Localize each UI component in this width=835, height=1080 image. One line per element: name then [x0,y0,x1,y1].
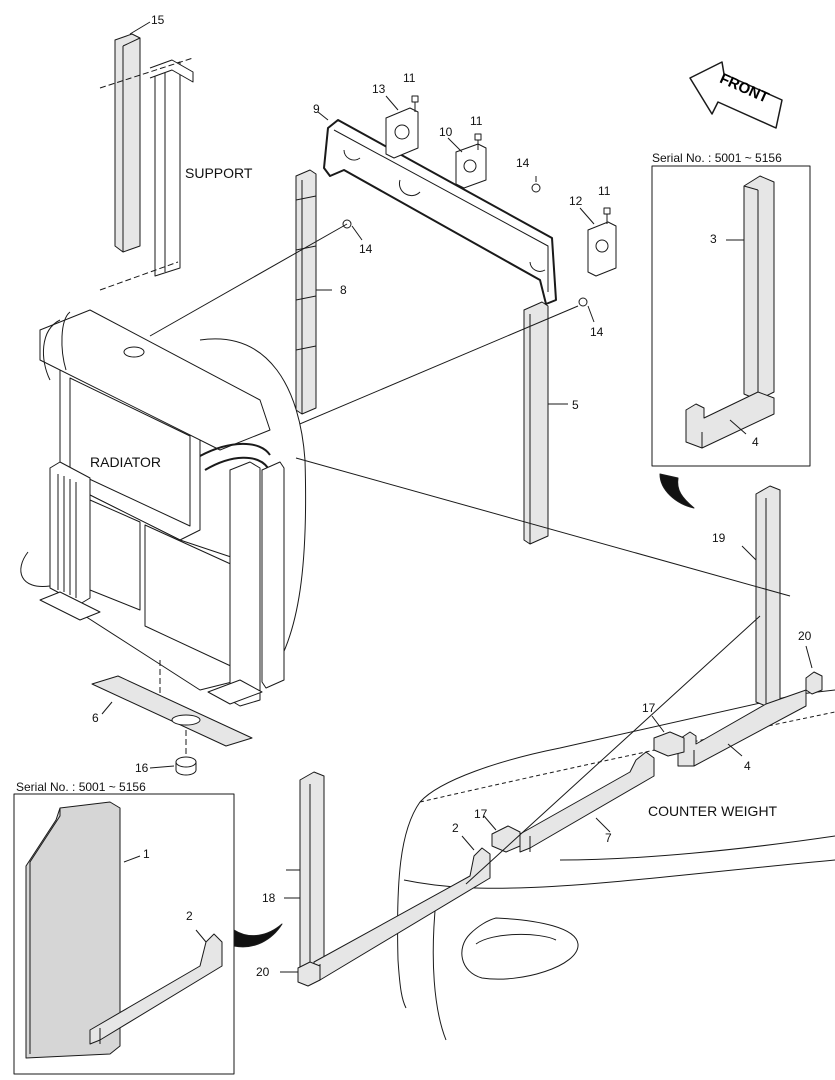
callout-4b: 4 [744,759,751,773]
foam-strip-5 [523,301,568,545]
bottom-plate-6 [91,675,253,747]
callout-2b: 2 [186,909,193,923]
radiator-assembly [20,309,307,707]
foam-strip-8 [295,169,332,415]
callout-11b: 11 [470,114,483,128]
counter-weight-body [397,689,835,1041]
plate-13 [385,95,419,159]
callout-9: 9 [313,102,320,116]
rubber-20-b [280,961,321,987]
inset-lower-left-parts [25,801,283,1059]
callout-3: 3 [710,232,717,246]
foam-strip-18 [284,771,325,975]
inset-lower-title: Serial No. : 5001 ~ 5156 [16,780,146,794]
support-label: SUPPORT [185,165,253,181]
plate-12 [579,207,617,277]
bolt-11-b [474,133,482,150]
rubber-17-a [651,715,685,757]
plate-10 [447,137,487,189]
washer-14-c [578,297,595,323]
callout-20b: 20 [256,965,270,979]
callout-13: 13 [372,82,386,96]
callout-16: 16 [135,761,149,775]
callout-17b: 17 [474,807,488,821]
callout-11a: 11 [403,71,416,85]
callout-15: 15 [151,13,165,27]
foam-strip-19 [741,485,781,707]
callout-17a: 17 [642,701,656,715]
callout-14b: 14 [359,242,373,256]
washer-14-b [342,219,363,241]
bolt-11-a [411,95,419,112]
callout-4a: 4 [752,435,759,449]
washer-14-a [531,176,541,193]
bolt-11-c [603,207,611,224]
callout-5: 5 [572,398,579,412]
callout-1: 1 [143,847,150,861]
rubber-20-a [805,645,823,695]
rubber-17-b [483,815,521,853]
radiator-label: RADIATOR [90,454,162,470]
callout-6: 6 [92,711,99,725]
front-arrow [689,61,783,129]
callout-12: 12 [569,194,583,208]
grommet-16 [149,730,197,776]
support-bracket [99,21,194,291]
callout-20a: 20 [798,629,812,643]
inset-upper-right-parts [659,175,775,509]
callout-10: 10 [439,125,453,139]
inset-frame-upper [651,165,811,467]
callout-19: 19 [712,531,726,545]
callout-2a: 2 [452,821,459,835]
counter-weight-label: COUNTER WEIGHT [648,803,778,819]
foam-strip-7 [519,751,655,853]
callout-18: 18 [262,891,276,905]
callout-14c: 14 [590,325,604,339]
inset-frame-lower [13,793,235,1075]
callout-8: 8 [340,283,347,297]
callout-11c: 11 [598,184,611,198]
foam-strip-4 [677,689,807,767]
inset-upper-title: Serial No. : 5001 ~ 5156 [652,151,782,165]
callout-7: 7 [605,831,612,845]
callout-14a: 14 [516,156,530,170]
support-bar [317,111,557,305]
